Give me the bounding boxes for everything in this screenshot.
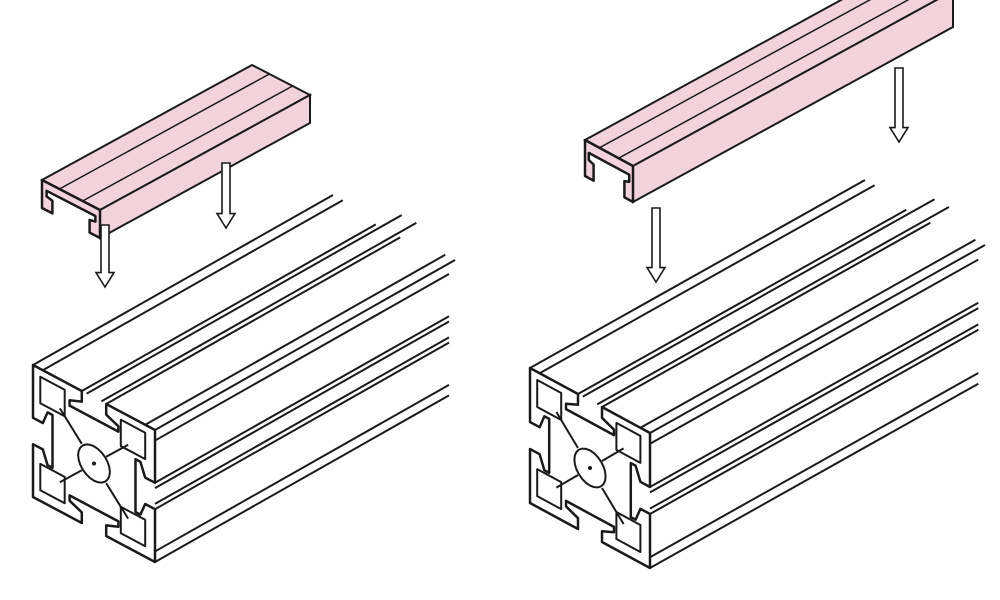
arrow-down-icon <box>215 162 237 230</box>
extrusion-edge <box>105 236 401 405</box>
extrusion-edge <box>154 320 450 489</box>
extrusion-edge <box>649 372 979 559</box>
extrusion-edge <box>601 221 931 408</box>
extrusion-edge <box>577 208 907 395</box>
extrusion-edge <box>649 328 979 515</box>
extrusion-edge <box>144 253 446 426</box>
extrusion-edge <box>649 244 986 434</box>
arrow-down-icon <box>888 67 910 144</box>
extrusion-edge <box>649 382 979 569</box>
corner-cavity <box>119 505 147 548</box>
left-assembly <box>31 63 456 564</box>
corner-cavity <box>119 418 147 461</box>
cover-groove-line <box>82 85 293 202</box>
extrusion-edge <box>596 206 950 406</box>
corner-cavity <box>39 462 66 505</box>
extrusion-edge <box>154 315 450 484</box>
diagonal-web <box>601 487 625 525</box>
diagonal-web <box>601 447 625 462</box>
diagonal-web <box>105 482 130 520</box>
center-bore <box>588 466 592 470</box>
arrow-down-icon <box>94 224 116 289</box>
extrusion-edge <box>154 341 450 511</box>
extrusion-edge <box>649 301 979 488</box>
cover-groove-line <box>59 73 270 190</box>
center-core <box>573 447 607 489</box>
diagonal-web <box>59 469 83 484</box>
right-assembly <box>528 0 986 570</box>
extrusion-edge <box>42 199 344 372</box>
extrusion-edge <box>154 394 450 563</box>
extrusion-edge <box>582 198 936 398</box>
center-core <box>77 443 111 484</box>
extrusion-edge <box>639 238 976 429</box>
extrusion-edge <box>649 258 979 445</box>
arrow-down-icon <box>645 207 667 284</box>
extrusion-edge <box>154 259 456 431</box>
extrusion-edge <box>100 222 417 403</box>
cover-cross-section <box>40 178 102 240</box>
extrusion-edge <box>154 336 450 505</box>
extrusion-edge <box>32 194 334 366</box>
extrusion-edge <box>154 383 450 553</box>
extrusion-edge <box>649 307 979 494</box>
corner-cavity <box>615 421 642 464</box>
diagonal-web <box>105 443 129 458</box>
diagonal-web <box>555 474 579 489</box>
extrusion-edge <box>86 214 403 395</box>
cover-cross-section <box>583 138 635 204</box>
extrusion-edge <box>81 223 377 392</box>
corner-cavity <box>536 468 563 511</box>
corner-cavity <box>615 511 642 553</box>
diagonal-web <box>555 411 579 449</box>
extrusion-edge <box>154 273 450 442</box>
extrusion-edge <box>649 323 979 510</box>
cover-groove-line <box>599 0 872 149</box>
extrusion-edge <box>529 179 866 369</box>
extrusion-edge <box>539 184 876 375</box>
diagonal-web <box>58 407 83 445</box>
center-bore <box>92 461 96 466</box>
cover-groove-line <box>618 0 910 159</box>
